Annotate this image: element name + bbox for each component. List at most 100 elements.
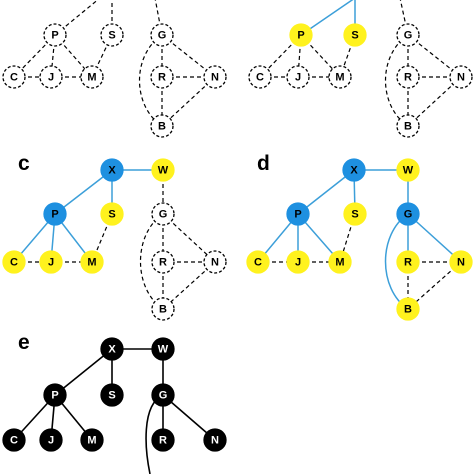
edge-c-X-P xyxy=(54,169,113,215)
node-label: M xyxy=(87,257,96,269)
node-label: R xyxy=(159,257,167,269)
node-d-R: R xyxy=(396,250,420,274)
node-circle xyxy=(246,250,270,274)
node-circle xyxy=(39,65,63,89)
node-c-N: N xyxy=(203,250,227,274)
node-label: G xyxy=(159,209,168,221)
node-circle xyxy=(396,23,420,47)
node-circle xyxy=(203,65,227,89)
node-d-J: J xyxy=(286,250,310,274)
edge-a-G-top xyxy=(154,0,163,36)
node-label: N xyxy=(211,435,219,447)
edge-b-N-B xyxy=(407,76,462,127)
node-label: C xyxy=(10,435,18,447)
node-label: J xyxy=(48,435,54,447)
node-b-C: C xyxy=(248,65,272,89)
node-d-G: G xyxy=(396,202,420,226)
node-a-P: P xyxy=(43,23,67,47)
node-circle xyxy=(100,383,124,407)
node-label: W xyxy=(158,344,169,356)
node-e-P: P xyxy=(43,383,67,407)
node-label: P xyxy=(51,209,58,221)
node-c-P: P xyxy=(43,202,67,226)
edge-d-G-B xyxy=(384,213,409,310)
node-e-C: C xyxy=(2,428,26,452)
node-a-N: N xyxy=(203,65,227,89)
node-label: P xyxy=(51,30,58,42)
node-label: N xyxy=(211,72,219,84)
node-label: P xyxy=(297,30,304,42)
node-c-B: B xyxy=(151,297,175,321)
node-circle xyxy=(248,65,272,89)
edge-d-G-N xyxy=(407,213,462,263)
node-c-C: C xyxy=(2,250,26,274)
node-d-X: X xyxy=(342,158,366,182)
node-label: G xyxy=(404,30,413,42)
node-label: C xyxy=(10,72,18,84)
node-circle xyxy=(343,202,367,226)
node-circle xyxy=(449,250,473,274)
node-d-S: S xyxy=(343,202,367,226)
node-label: S xyxy=(108,30,115,42)
node-b-P: P xyxy=(289,23,313,47)
node-circle xyxy=(151,158,175,182)
node-label: B xyxy=(404,121,412,133)
node-label: N xyxy=(457,257,465,269)
node-label: C xyxy=(256,72,264,84)
node-circle xyxy=(396,158,420,182)
edges-layer xyxy=(13,0,462,474)
node-label: B xyxy=(404,304,412,316)
node-label: N xyxy=(457,72,465,84)
node-label: R xyxy=(158,72,166,84)
node-label: M xyxy=(335,72,344,84)
node-label: N xyxy=(211,257,219,269)
node-circle xyxy=(100,158,124,182)
node-circle xyxy=(151,250,175,274)
node-label: J xyxy=(295,257,301,269)
node-label: G xyxy=(404,209,413,221)
node-label: X xyxy=(108,165,116,177)
node-c-G: G xyxy=(151,202,175,226)
node-circle xyxy=(286,65,310,89)
node-label: J xyxy=(295,72,301,84)
node-circle xyxy=(286,250,310,274)
node-d-B: B xyxy=(396,297,420,321)
edge-c-G-N xyxy=(162,213,216,263)
node-c-W: W xyxy=(151,158,175,182)
node-d-M: M xyxy=(328,250,352,274)
node-d-P: P xyxy=(286,202,310,226)
panel-label-e: e xyxy=(18,331,30,354)
node-label: S xyxy=(351,209,358,221)
node-circle xyxy=(203,428,227,452)
node-e-X: X xyxy=(100,337,124,361)
node-circle xyxy=(150,23,174,47)
node-circle xyxy=(150,65,174,89)
node-a-B: B xyxy=(150,114,174,138)
node-b-N: N xyxy=(449,65,473,89)
node-circle xyxy=(43,23,67,47)
node-circle xyxy=(80,65,104,89)
node-label: M xyxy=(335,257,344,269)
edge-e-X-P xyxy=(54,348,113,396)
node-a-M: M xyxy=(80,65,104,89)
node-circle xyxy=(100,337,124,361)
node-circle xyxy=(286,202,310,226)
node-circle xyxy=(43,202,67,226)
node-label: S xyxy=(108,390,115,402)
node-e-M: M xyxy=(80,428,104,452)
edge-a-G-B xyxy=(138,34,163,127)
node-circle xyxy=(396,65,420,89)
node-label: C xyxy=(10,257,18,269)
node-b-B: B xyxy=(396,114,420,138)
node-label: R xyxy=(159,435,167,447)
node-label: W xyxy=(403,165,414,177)
node-label: B xyxy=(158,121,166,133)
node-label: G xyxy=(159,390,168,402)
edge-b-G-B xyxy=(384,34,409,127)
node-label: M xyxy=(87,72,96,84)
node-circle xyxy=(150,114,174,138)
node-label: W xyxy=(158,165,169,177)
node-circle xyxy=(396,202,420,226)
node-circle xyxy=(2,250,26,274)
